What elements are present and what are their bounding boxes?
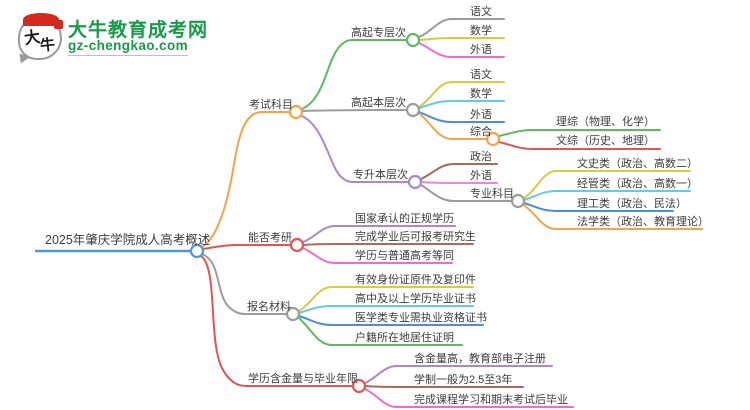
node-major-faxue[interactable]: 法学类（政治、教育理论） <box>577 216 709 228</box>
node-zsb-foreign[interactable]: 外语 <box>470 170 492 182</box>
logo-title: 大牛教育成考网 <box>68 20 209 41</box>
handle-gaoqiben-level[interactable] <box>405 102 421 118</box>
node-gqb-chinese[interactable]: 语文 <box>470 69 492 81</box>
node-root[interactable]: 2025年肇庆学院成人高考概述 <box>45 233 211 247</box>
node-gaoqizhuan-level[interactable]: 高起专层次 <box>351 27 406 39</box>
logo-seal-icon <box>54 20 63 29</box>
logo-url: gz-chengkao.com <box>68 38 189 56</box>
node-mat-id-card[interactable]: 有效身份证原件及复印件 <box>355 274 476 286</box>
node-exam-subjects[interactable]: 考试科目 <box>249 99 293 111</box>
node-zsb-politics[interactable]: 政治 <box>470 151 492 163</box>
node-gqb-math[interactable]: 数学 <box>470 88 492 100</box>
node-pg-apply-after-graduation[interactable]: 完成学业后可报考研究生 <box>355 231 476 243</box>
node-vy-graduation-condition[interactable]: 完成课程学习和期末考试后毕业 <box>414 394 568 406</box>
node-gaoqiben-level[interactable]: 高起本层次 <box>351 97 406 109</box>
node-zsb-major-subjects[interactable]: 专业科目 <box>470 188 514 200</box>
handle-exam-subjects[interactable] <box>288 104 304 120</box>
site-logo[interactable]: 大 牛 大牛教育成考网 gz-chengkao.com <box>14 12 234 64</box>
node-postgraduate[interactable]: 能否考研 <box>248 232 292 244</box>
node-pg-recognized-degree[interactable]: 国家承认的正规学历 <box>355 213 454 225</box>
node-major-wenshi[interactable]: 文史类（政治、高数二） <box>577 158 698 170</box>
node-materials[interactable]: 报名材料 <box>247 301 291 313</box>
logo-hat-icon <box>23 13 59 26</box>
node-gqb-foreign[interactable]: 外语 <box>470 109 492 121</box>
handle-materials[interactable] <box>285 306 301 322</box>
node-mat-diploma[interactable]: 高中及以上学历毕业证书 <box>355 293 476 305</box>
node-vy-high-value[interactable]: 含金量高，教育部电子注册 <box>414 353 546 365</box>
handle-zhuanshengben-level[interactable] <box>407 174 423 190</box>
handle-value-years[interactable] <box>351 378 367 394</box>
node-gqz-math[interactable]: 数学 <box>470 25 492 37</box>
node-gqb-comprehensive[interactable]: 综合 <box>470 126 492 138</box>
node-liberal-comprehensive[interactable]: 文综（历史、地理） <box>556 135 655 147</box>
handle-root[interactable] <box>189 243 205 259</box>
node-mat-residence-proof[interactable]: 户籍所在地居住证明 <box>355 332 454 344</box>
handle-major-subjects[interactable] <box>510 193 526 209</box>
node-gqz-foreign[interactable]: 外语 <box>470 44 492 56</box>
node-major-jingguan[interactable]: 经管类（政治、高数一） <box>577 178 698 190</box>
node-zhuanshengben-level[interactable]: 专升本层次 <box>353 169 408 181</box>
node-mat-medical-cert[interactable]: 医学类专业需执业资格证书 <box>355 312 487 324</box>
logo-bubble-icon: 大 牛 <box>18 13 63 60</box>
node-pg-equal-to-gaokao[interactable]: 学历与普通高考等同 <box>355 250 454 262</box>
logo-bubble-char: 牛 <box>39 35 56 55</box>
node-gqz-chinese[interactable]: 语文 <box>470 6 492 18</box>
node-vy-duration[interactable]: 学制一般为2.5至3年 <box>414 374 513 386</box>
node-value-years[interactable]: 学历含金量与毕业年限 <box>248 373 358 385</box>
node-major-ligong[interactable]: 理工类（政治、民法） <box>577 198 687 210</box>
handle-comprehensive[interactable] <box>485 131 501 147</box>
handle-gaoqizhuan-level[interactable] <box>405 32 421 48</box>
node-science-comprehensive[interactable]: 理综（物理、化学） <box>556 116 655 128</box>
handle-postgraduate[interactable] <box>289 237 305 253</box>
